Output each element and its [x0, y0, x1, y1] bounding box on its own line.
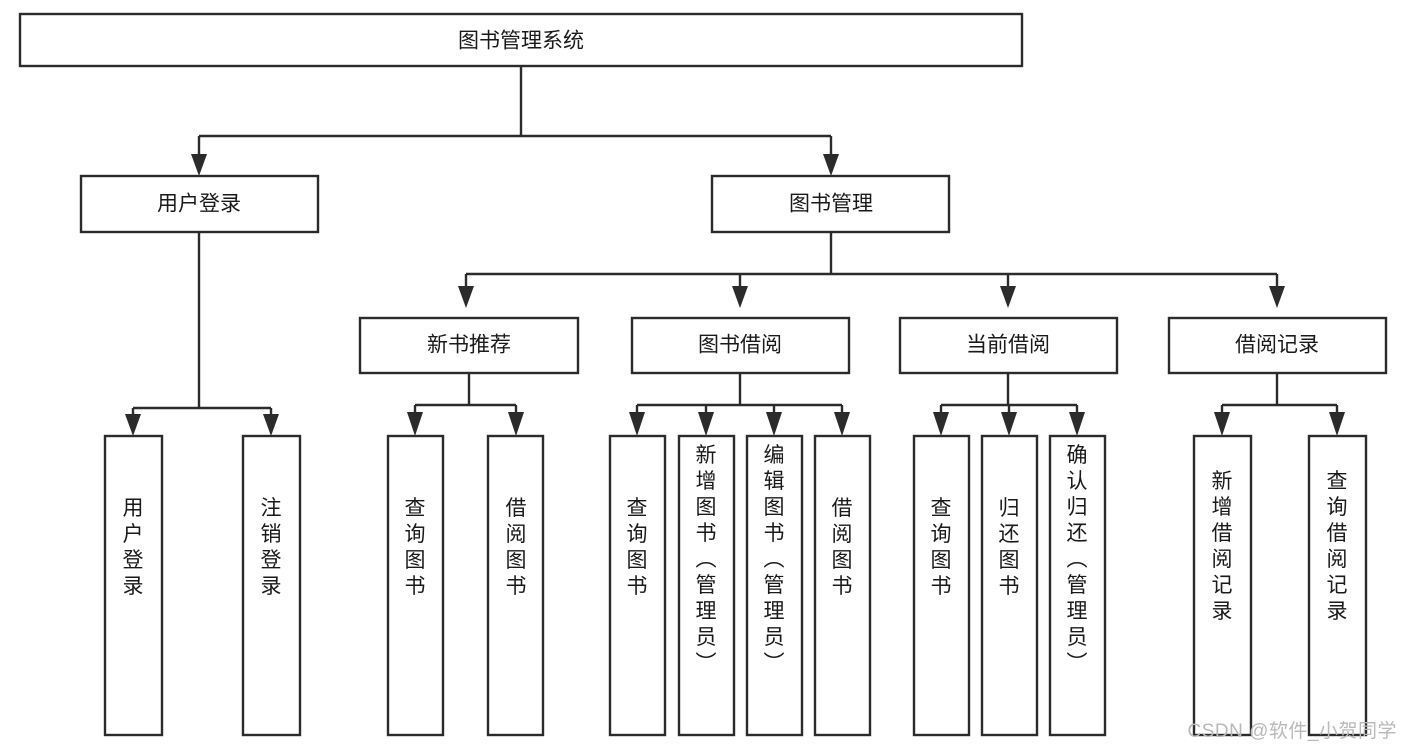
node-leaf-user-login-label: 用户登录	[123, 497, 144, 598]
arrow-head-leaf-logout-login	[263, 414, 279, 436]
node-book-management-label: 图书管理	[789, 193, 873, 216]
node-root-box[interactable]	[18, 12, 1024, 68]
node-leaf-edit-book-label: 编辑图书︵管理员︶	[764, 444, 785, 675]
arrow-head-leaf-query-book-1	[407, 412, 423, 436]
node-leaf-borrow-book-1[interactable]: 借阅图书	[486, 434, 545, 737]
node-leaf-confirm-return-label: 确认归还︵管理员︶	[1067, 444, 1088, 675]
node-borrow-record[interactable]: 借阅记录	[1167, 316, 1388, 375]
node-leaf-query-book-2-box[interactable]	[608, 434, 667, 737]
node-leaf-borrow-book-1-label: 借阅图书	[506, 497, 527, 598]
node-book-management[interactable]: 图书管理	[710, 174, 951, 234]
arrow-head-leaf-borrow-book-2	[834, 412, 850, 436]
node-leaf-query-book-3-label: 查询图书	[931, 497, 952, 598]
node-leaf-return-book[interactable]: 归还图书	[980, 434, 1039, 737]
leaf-nodes-layer: 用户登录 注销登录 查询图书 借阅图书 查询图书 新增图书︵管理员︶	[103, 434, 1368, 737]
node-borrow-record-box[interactable]	[1167, 316, 1388, 375]
node-current-borrow-label: 当前借阅	[966, 334, 1050, 357]
node-leaf-query-book-3[interactable]: 查询图书	[912, 434, 971, 737]
node-leaf-logout-login-box[interactable]	[241, 434, 302, 737]
node-leaf-query-record[interactable]: 查询借阅记录	[1307, 434, 1368, 737]
node-leaf-query-book-2[interactable]: 查询图书	[608, 434, 667, 737]
connector-layer	[125, 66, 1345, 436]
node-leaf-edit-book[interactable]: 编辑图书︵管理员︶	[745, 434, 804, 737]
node-leaf-borrow-book-2[interactable]: 借阅图书	[813, 434, 872, 737]
node-leaf-add-book[interactable]: 新增图书︵管理员︶	[677, 434, 736, 737]
arrow-head-leaf-borrow-book-1	[508, 412, 524, 436]
arrow-head-leaf-user-login	[125, 414, 141, 436]
node-leaf-confirm-return-box[interactable]	[1048, 434, 1107, 737]
node-leaf-add-record-label: 新增借阅记录	[1212, 470, 1233, 623]
node-leaf-query-book-2-label: 查询图书	[627, 497, 648, 598]
node-book-borrow-label: 图书借阅	[698, 334, 782, 357]
node-leaf-query-book-3-box[interactable]	[912, 434, 971, 737]
node-leaf-query-record-label: 查询借阅记录	[1327, 470, 1348, 623]
node-new-book-recommend-box[interactable]	[358, 316, 580, 375]
node-leaf-add-record-box[interactable]	[1192, 434, 1253, 737]
arrow-head-leaf-edit-book	[766, 412, 782, 436]
node-new-book-recommend-label: 新书推荐	[427, 334, 511, 357]
arrow-head-current-borrow	[1000, 286, 1016, 308]
node-leaf-return-book-box[interactable]	[980, 434, 1039, 737]
node-user-login[interactable]: 用户登录	[79, 174, 320, 234]
node-book-borrow-box[interactable]	[630, 316, 851, 375]
node-leaf-add-book-label: 新增图书︵管理员︶	[696, 444, 717, 675]
arrow-head-leaf-confirm-return	[1069, 412, 1085, 436]
node-leaf-borrow-book-2-label: 借阅图书	[832, 497, 853, 598]
node-user-login-box[interactable]	[79, 174, 320, 234]
arrow-head-borrow-record	[1269, 286, 1285, 308]
arrow-head-book-management	[823, 154, 839, 176]
node-current-borrow[interactable]: 当前借阅	[898, 316, 1119, 375]
node-new-book-recommend[interactable]: 新书推荐	[358, 316, 580, 375]
arrow-head-book-borrow	[732, 286, 748, 308]
arrow-head-user-login	[191, 154, 207, 176]
node-leaf-logout-login-label: 注销登录	[261, 497, 282, 598]
node-current-borrow-box[interactable]	[898, 316, 1119, 375]
arrow-head-leaf-query-book-2	[629, 412, 645, 436]
node-root[interactable]: 图书管理系统	[18, 12, 1024, 68]
node-leaf-query-book-1-label: 查询图书	[405, 497, 426, 598]
node-book-management-box[interactable]	[710, 174, 951, 234]
node-leaf-query-record-box[interactable]	[1307, 434, 1368, 737]
arrow-head-leaf-query-record	[1329, 412, 1345, 436]
node-leaf-query-book-1[interactable]: 查询图书	[386, 434, 445, 737]
node-leaf-user-login-box[interactable]	[103, 434, 164, 737]
arrow-head-new-book-recommend	[458, 286, 474, 308]
arrow-head-leaf-return-book	[1001, 412, 1017, 436]
node-leaf-borrow-book-1-box[interactable]	[486, 434, 545, 737]
node-root-label: 图书管理系统	[458, 30, 584, 53]
node-leaf-borrow-book-2-box[interactable]	[813, 434, 872, 737]
node-leaf-confirm-return[interactable]: 确认归还︵管理员︶	[1048, 434, 1107, 737]
arrow-head-leaf-add-book	[698, 412, 714, 436]
node-user-login-label: 用户登录	[157, 193, 241, 216]
node-leaf-return-book-label: 归还图书	[999, 497, 1020, 598]
arrow-head-leaf-query-book-3	[933, 412, 949, 436]
node-leaf-logout-login[interactable]: 注销登录	[241, 434, 302, 737]
node-leaf-query-book-1-box[interactable]	[386, 434, 445, 737]
node-book-borrow[interactable]: 图书借阅	[630, 316, 851, 375]
arrow-head-leaf-add-record	[1214, 412, 1230, 436]
node-borrow-record-label: 借阅记录	[1235, 334, 1319, 357]
node-leaf-user-login[interactable]: 用户登录	[103, 434, 164, 737]
node-leaf-add-record[interactable]: 新增借阅记录	[1192, 434, 1253, 737]
node-leaf-edit-book-box[interactable]	[745, 434, 804, 737]
node-leaf-add-book-box[interactable]	[677, 434, 736, 737]
